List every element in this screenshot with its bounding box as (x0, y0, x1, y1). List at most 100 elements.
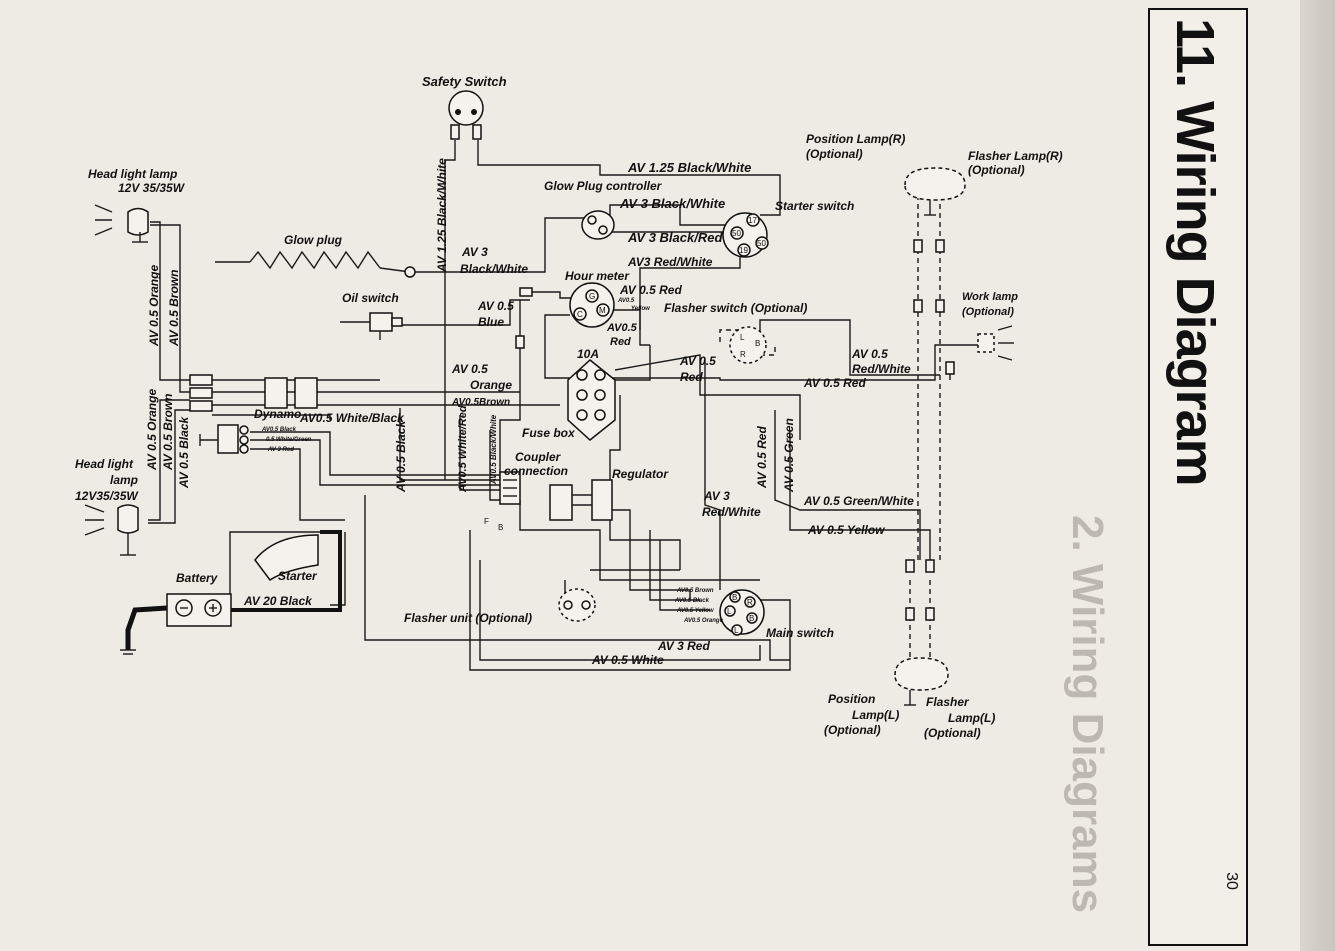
regulator-icon (549, 479, 613, 521)
label-head-light-bottom: Head light (75, 457, 134, 471)
label-oil-switch: Oil switch (342, 291, 399, 305)
label-av05-red-right: AV 0.5 Red (803, 376, 866, 390)
svg-text:R: R (747, 598, 753, 607)
label-av3: AV 3 (461, 245, 488, 259)
label-av05-black-vert: AV 0.5 Black (394, 420, 408, 493)
headlight-lamp-top-icon (94, 204, 149, 243)
label-av05-brown-h: AV0.5Brown (451, 397, 510, 408)
label-work-lamp: Work lamp (962, 291, 1018, 303)
svg-text:G: G (589, 292, 595, 301)
label-starter-switch: Starter switch (775, 199, 854, 213)
svg-text:L: L (740, 333, 745, 342)
oil-switch-icon (340, 312, 403, 340)
work-lamp-icon (949, 325, 1014, 380)
dynamo-icon (199, 424, 249, 454)
page-edge (1300, 0, 1335, 951)
label-av05-red-vert: AV 0.5 Red (755, 426, 769, 489)
label-av05-orange-v: AV 0.5 Orange (147, 265, 161, 347)
label-main-switch: Main switch (766, 626, 834, 640)
label-av05-white: AV 0.5 White (591, 653, 664, 667)
label-av3-black-red: AV 3 Black/Red (627, 230, 723, 245)
label-flasher-lamp-r: Flasher Lamp(R) (968, 149, 1063, 163)
label-av05-green-vert: AV 0.5 Green (782, 418, 796, 493)
label-head-light-top-spec: 12V 35/35W (118, 181, 186, 195)
label-black-white: Black/White (460, 262, 528, 276)
label-av3-red-white: AV3 Red/White (627, 255, 713, 269)
svg-text:M: M (599, 306, 606, 315)
label-av05-black-v: AV 0.5 Black (177, 416, 191, 489)
label-B: B (498, 523, 503, 532)
label-lamp: lamp (110, 473, 138, 487)
label-battery: Battery (176, 571, 219, 585)
flasher-unit-icon (558, 588, 596, 622)
left-connectors (189, 374, 318, 412)
label-av3-bw-upper: AV 3 Black/White (619, 196, 725, 211)
label-av05-red-2: AV0.5 (606, 322, 638, 334)
label-safety-switch: Safety Switch (422, 74, 507, 89)
headlight-lamp-bottom-icon (84, 504, 139, 556)
svg-text:50: 50 (757, 239, 766, 248)
label-optional-3: (Optional) (824, 723, 881, 737)
battery-icon (120, 593, 232, 655)
label-av05-wb: AV0.5 White/Black (299, 411, 405, 425)
label-av05-orange-v2: AV 0.5 Orange (145, 389, 159, 471)
svg-text:19: 19 (739, 246, 748, 255)
wires (148, 140, 990, 671)
label-av05-yellow-small: AV0.5 (617, 298, 635, 304)
label-av125-bw-vertical: AV 1.25 Black/White (435, 158, 449, 273)
hour-meter-icon: G C M (519, 282, 615, 328)
label-ms-black: AV0.5 Black (674, 598, 710, 604)
main-switch-icon: B R L B L (719, 589, 765, 636)
label-ms-yellow: AV0.5 Yellow (676, 608, 714, 614)
label-av3-red: AV 3 Red (657, 639, 710, 653)
label-coupler: Coupler (515, 450, 562, 464)
svg-text:R: R (740, 350, 746, 359)
label-red-2: Red (610, 336, 631, 348)
starter-switch-icon: 17 50 50 19 (722, 212, 769, 258)
glow-plug-icon (249, 250, 381, 270)
components: 17 50 50 19 G C M (84, 90, 1014, 706)
label-av05-orange-h: AV 0.5 (451, 362, 488, 376)
flasher-switch-icon: L B R (729, 326, 767, 364)
label-ms-orange: AV0.5 Orange (683, 618, 724, 624)
label-red-3: Red (680, 370, 703, 384)
label-yellow-small: Yellow (631, 306, 650, 312)
label-av05-blue: AV 0.5 (477, 299, 514, 313)
coupler-connection-icon (499, 471, 521, 505)
label-av20-black: AV 20 Black (243, 594, 313, 608)
title-band (1148, 8, 1248, 946)
label-connection: connection (504, 464, 568, 478)
svg-text:B: B (732, 593, 737, 602)
svg-text:B: B (749, 614, 754, 623)
starter-motor-icon (254, 534, 319, 582)
label-av05-wr-vert: AV0.5 White/Red (457, 405, 469, 493)
label-position-lamp-l2: Lamp(L) (852, 708, 899, 722)
label-glow-plug-controller: Glow Plug controller (544, 179, 663, 193)
label-flasher-switch: Flasher switch (Optional) (664, 301, 807, 315)
labels: Safety Switch Head light lamp 12V 35/35W… (75, 74, 1063, 740)
label-dynamo: Dynamo (254, 407, 301, 421)
svg-text:C: C (577, 310, 583, 319)
svg-text:50: 50 (732, 229, 741, 238)
label-regulator: Regulator (612, 467, 669, 481)
label-F: F (484, 517, 489, 526)
label-orange-h: Orange (470, 378, 512, 392)
label-av05-yellow: AV 0.5 Yellow (807, 523, 885, 537)
svg-text:B: B (755, 339, 760, 348)
label-starter: Starter (278, 569, 318, 583)
label-optional-work: (Optional) (962, 306, 1014, 318)
safety-switch-icon (448, 90, 484, 140)
label-optional-4: (Optional) (924, 726, 981, 740)
label-av05-red-3: AV 0.5 (679, 354, 716, 368)
label-optional-2: (Optional) (968, 163, 1025, 177)
label-av05-bw-small: AV0.5 Black/White (489, 414, 498, 485)
label-red-white-2: Red/White (702, 505, 761, 519)
label-d-av05-black: AV0.5 Black (261, 427, 297, 433)
label-head-light-bottom-spec: 12V35/35W (75, 489, 139, 503)
right-inline-connectors (515, 239, 955, 621)
label-blue: Blue (478, 315, 504, 329)
label-flasher-lamp-l1: Flasher (926, 695, 970, 709)
label-av05-brown-v2: AV 0.5 Brown (161, 394, 175, 471)
